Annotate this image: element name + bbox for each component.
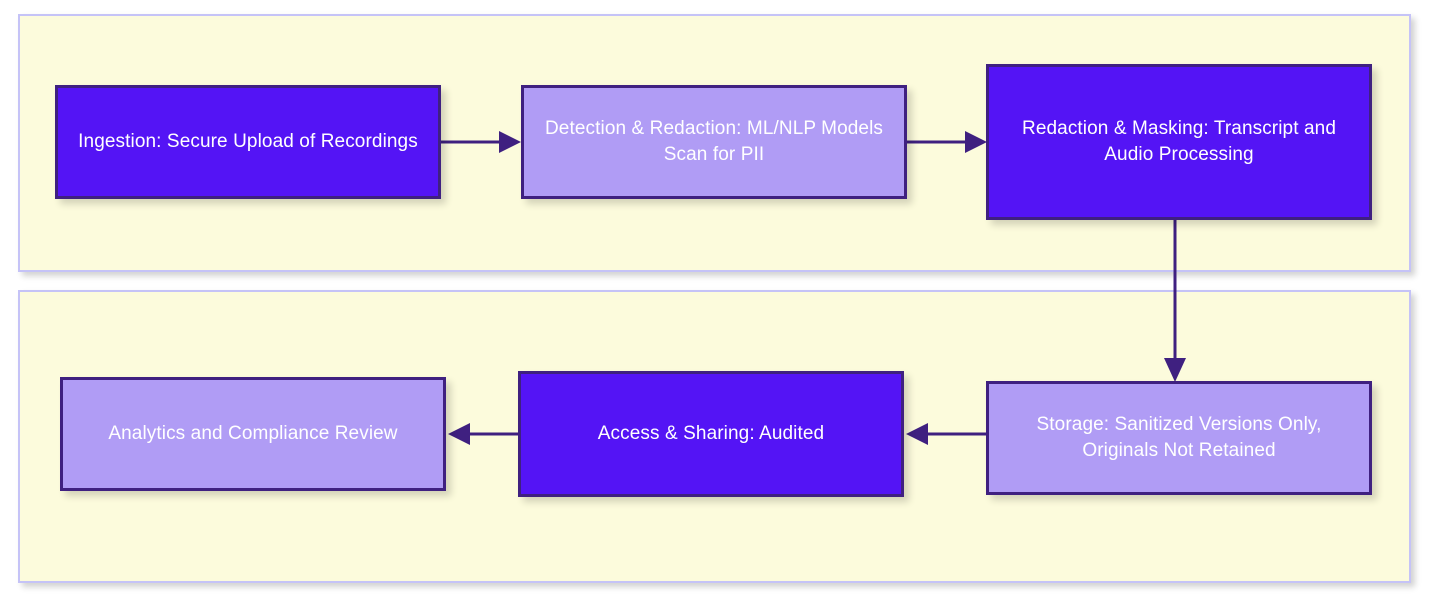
process-node-analytics-label: Analytics and Compliance Review bbox=[108, 422, 398, 444]
process-node-ingestion-label: Ingestion: Secure Upload of Recordings bbox=[78, 130, 418, 152]
arrow-redaction-to-storage bbox=[1160, 218, 1190, 384]
arrow-ingestion-to-detection bbox=[441, 127, 523, 157]
process-node-redaction-label: Redaction & Masking: Transcript and Audi… bbox=[1022, 117, 1336, 165]
arrow-access-to-analytics bbox=[446, 419, 520, 449]
process-node-ingestion[interactable]: Ingestion: Secure Upload of Recordings bbox=[55, 85, 441, 199]
process-node-detection-label: Detection & Redaction: ML/NLP Models Sca… bbox=[544, 117, 884, 165]
process-node-analytics[interactable]: Analytics and Compliance Review bbox=[60, 377, 446, 491]
process-node-access-label: Access & Sharing: Audited bbox=[597, 422, 825, 444]
process-node-detection[interactable]: Detection & Redaction: ML/NLP Models Sca… bbox=[521, 85, 907, 199]
process-node-access[interactable]: Access & Sharing: Audited bbox=[518, 371, 904, 497]
process-node-redaction[interactable]: Redaction & Masking: Transcript and Audi… bbox=[986, 64, 1372, 220]
process-node-storage-label: Storage: Sanitized Versions Only, Origin… bbox=[1036, 413, 1322, 461]
process-node-storage[interactable]: Storage: Sanitized Versions Only, Origin… bbox=[986, 381, 1372, 495]
arrow-detection-to-redaction bbox=[907, 127, 989, 157]
arrow-storage-to-access bbox=[904, 419, 988, 449]
